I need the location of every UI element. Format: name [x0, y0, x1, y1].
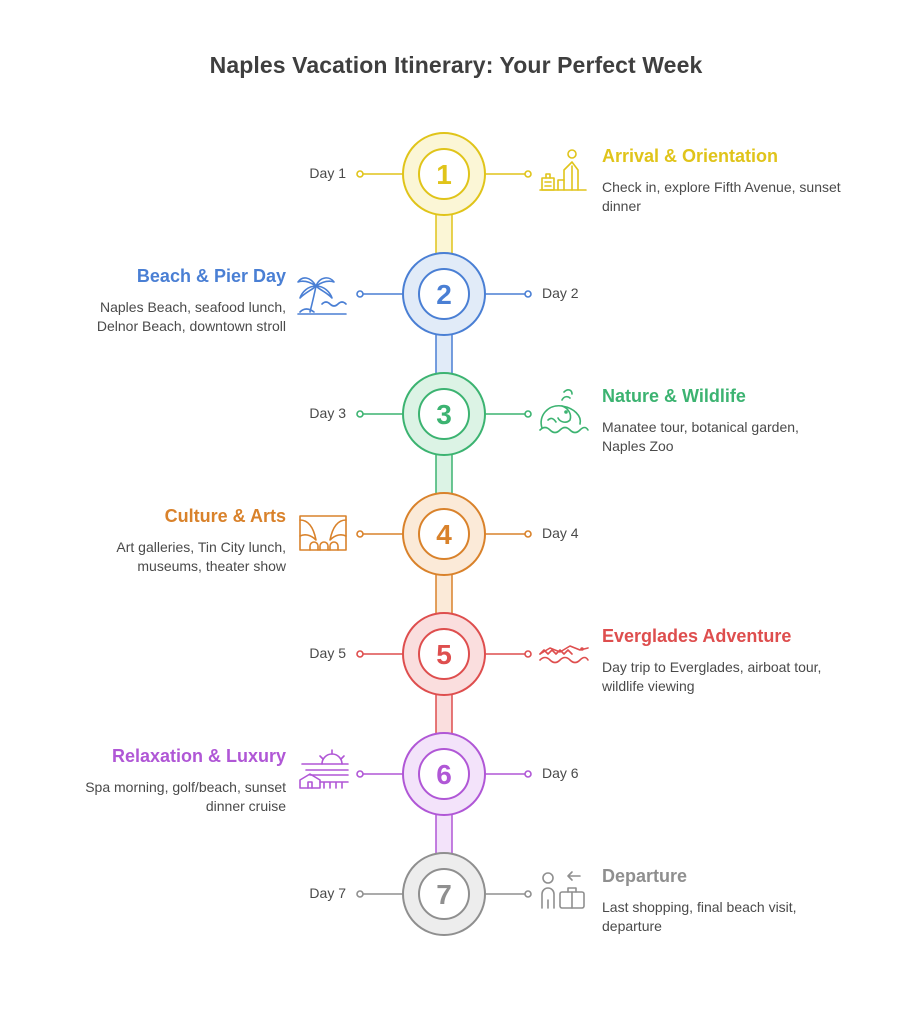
detail-branch-dot [524, 890, 532, 898]
alligator-icon [539, 645, 589, 664]
detail-branch-dot [524, 410, 532, 418]
step-inner-ring [418, 628, 470, 680]
manatee-icon [539, 389, 589, 434]
day-label: Day 4 [542, 525, 579, 541]
step-description: Last shopping, final beach visit, depart… [602, 899, 797, 934]
step-description: Art galleries, Tin City lunch, museums, … [116, 539, 286, 574]
step-description: Day trip to Everglades, airboat tour, wi… [602, 659, 822, 694]
step-number: 6 [436, 759, 452, 790]
day-branch-dot [524, 290, 532, 298]
detail-branch-dot [524, 170, 532, 178]
day-branch-dot [356, 890, 364, 898]
step-inner-ring [418, 148, 470, 200]
timeline-connector [435, 572, 453, 616]
detail-branch-dot [356, 770, 364, 778]
day-branch-dot [356, 170, 364, 178]
timeline-connectors [435, 212, 453, 856]
detail-branch-dot [356, 530, 364, 538]
step-circles: 1 2 3 4 5 6 7 [402, 132, 486, 936]
day-label: Day 7 [309, 885, 346, 901]
day-label: Day 3 [309, 405, 346, 421]
day-branch-dot [524, 530, 532, 538]
step-inner-ring [418, 508, 470, 560]
sunset-cruise-icon [299, 749, 349, 789]
day-branch-dot [356, 650, 364, 658]
step-number: 1 [436, 159, 452, 190]
day-branch-dot [356, 410, 364, 418]
step-number: 7 [436, 879, 452, 910]
detail-branch-dot [356, 290, 364, 298]
step-heading: Departure [602, 866, 688, 886]
timeline-connector [435, 332, 453, 376]
step-number: 4 [436, 519, 452, 550]
step-description: Check in, explore Fifth Avenue, sunset d… [602, 179, 841, 214]
day-label: Day 2 [542, 285, 579, 301]
branch-lines [356, 170, 532, 898]
day-label: Day 1 [309, 165, 346, 181]
step-number: 3 [436, 399, 452, 430]
timeline-connector [435, 692, 453, 736]
detail-branch-dot [524, 650, 532, 658]
traveler-luggage-icon [541, 871, 585, 909]
timeline-connector [435, 212, 453, 256]
step-heading: Culture & Arts [164, 506, 286, 526]
day-branch-dot [524, 770, 532, 778]
day-label: Day 6 [542, 765, 579, 781]
step-inner-ring [418, 748, 470, 800]
step-number: 2 [436, 279, 452, 310]
step-heading: Nature & Wildlife [602, 386, 746, 406]
step-description: Spa morning, golf/beach, sunset dinner c… [85, 779, 286, 814]
step-inner-ring [418, 268, 470, 320]
step-number: 5 [436, 639, 452, 670]
step-inner-ring [418, 868, 470, 920]
page-title: Naples Vacation Itinerary: Your Perfect … [209, 52, 703, 78]
step-description: Naples Beach, seafood lunch, Delnor Beac… [96, 299, 286, 334]
step-heading: Beach & Pier Day [136, 266, 286, 286]
palm-tree-icon [297, 277, 347, 315]
step-heading: Arrival & Orientation [602, 146, 779, 166]
step-inner-ring [418, 388, 470, 440]
timeline-connector [435, 452, 453, 496]
step-description: Manatee tour, botanical garden, Naples Z… [602, 419, 799, 454]
timeline-connector [435, 812, 453, 856]
theater-curtain-icon [299, 515, 347, 551]
day-label: Day 5 [309, 645, 346, 661]
step-heading: Everglades Adventure [602, 626, 792, 646]
hotel-checkin-icon [539, 149, 587, 191]
step-heading: Relaxation & Luxury [111, 746, 286, 766]
step-icons [297, 149, 589, 909]
